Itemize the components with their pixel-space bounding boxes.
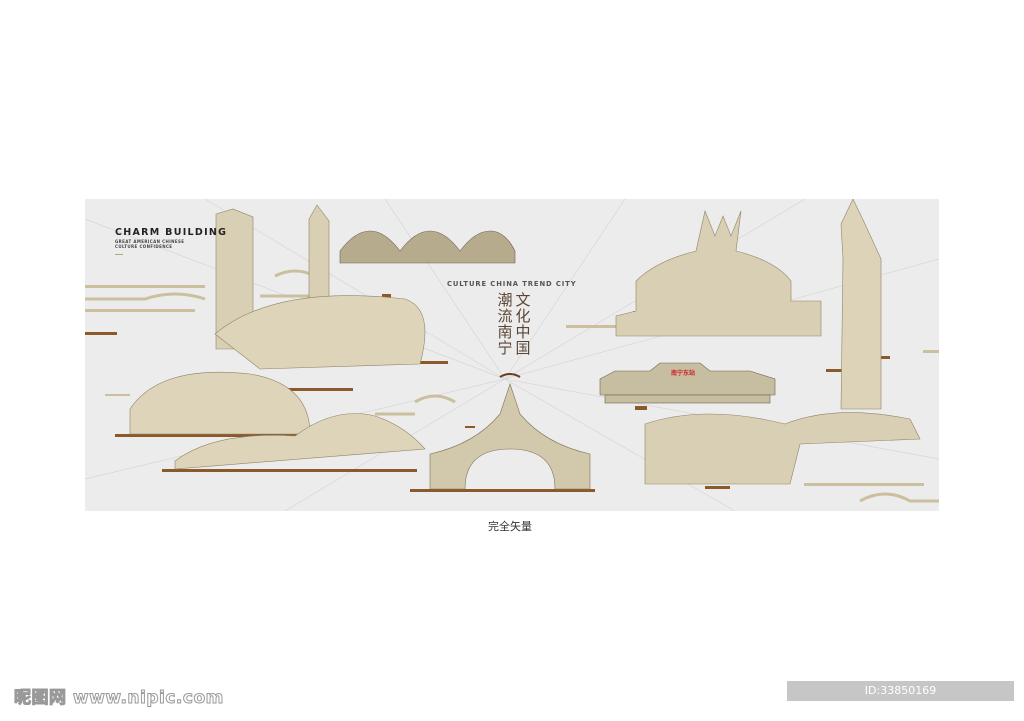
building-theater (644, 412, 921, 485)
poster-subtitle-1: GREAT AMERICAN CHINESE (115, 239, 185, 244)
watermark-logo: 昵图网 www.nipic.com (14, 688, 224, 709)
building-railway-station (599, 362, 776, 404)
vertical-slogan-right: 文化中国 (515, 291, 531, 357)
skyline-illustration (85, 199, 939, 511)
station-sign: 南宁东站 (671, 370, 696, 377)
poster-title: CHARM BUILDING (115, 227, 228, 238)
building-tall-tower (840, 199, 882, 410)
building-twin-towers (215, 204, 330, 350)
arch-ornament (499, 373, 521, 378)
building-tent-roof (339, 230, 516, 264)
building-stadium-wing (129, 295, 426, 470)
poster-tagline: CULTURE CHINA TREND CITY (447, 280, 577, 288)
caption: 完全矢量 (488, 520, 532, 533)
poster-subtitle-2: CULTURE CONFIDENCE (115, 244, 173, 249)
poster-panel: CHARM BUILDING GREAT AMERICAN CHINESE CU… (85, 199, 939, 511)
decor-bars (85, 269, 939, 503)
building-convention-center (615, 209, 822, 337)
image-id-badge: ID:33850169 NO:20220614214642202102 (787, 681, 1014, 717)
vertical-slogan-left: 潮流南宁 (497, 291, 513, 357)
title-divider (115, 254, 123, 255)
building-elephant-arch (429, 383, 591, 490)
